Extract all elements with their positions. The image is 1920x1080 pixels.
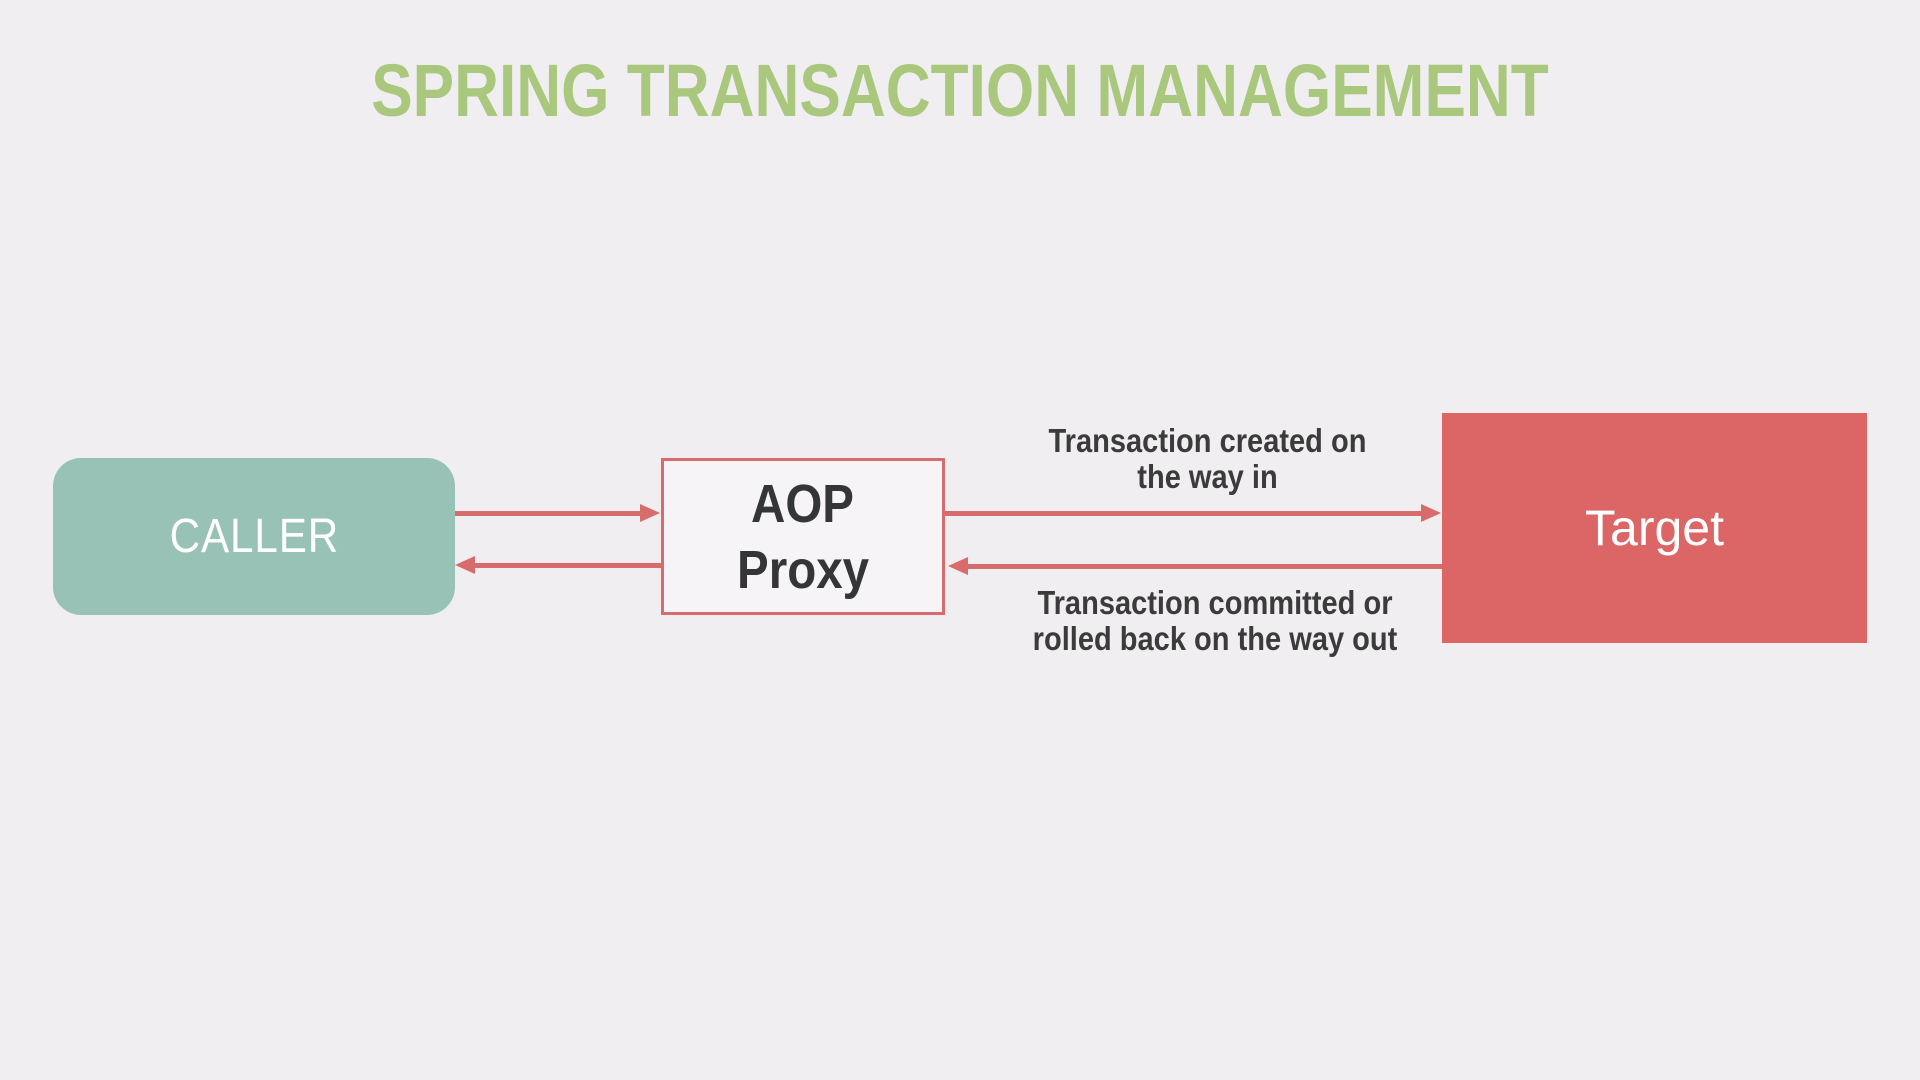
arrow-shaft [964, 563, 1442, 569]
node-aop-proxy-label-line1: AOP [751, 473, 855, 534]
annotation-transaction-created: Transaction created on the way in [977, 423, 1439, 495]
node-caller-label: CALLER [169, 510, 339, 563]
annotation-created-line1: Transaction created on [1048, 422, 1367, 459]
arrowhead-left-icon [948, 557, 968, 575]
node-caller: CALLER [53, 458, 455, 615]
arrow-proxy-to-target-icon [945, 504, 1441, 522]
node-aop-proxy: AOP Proxy [661, 458, 945, 615]
node-aop-proxy-label-line2: Proxy [736, 539, 870, 600]
annotation-transaction-committed: Transaction committed or rolled back on … [977, 585, 1452, 657]
node-target-label: Target [1585, 500, 1724, 556]
arrow-caller-to-proxy-icon [455, 504, 660, 522]
arrowhead-right-icon [1421, 504, 1441, 522]
arrowhead-left-icon [455, 556, 475, 574]
annotation-committed-line2: rolled back on the way out [1032, 620, 1398, 657]
arrow-proxy-to-caller-icon [455, 556, 661, 574]
diagram-title: SPRING TRANSACTION MANAGEMENT [371, 49, 1549, 132]
annotation-committed-line1: Transaction committed or [1037, 584, 1393, 621]
annotation-created-line2: the way in [1137, 458, 1278, 495]
arrowhead-right-icon [640, 504, 660, 522]
node-target: Target [1442, 413, 1867, 643]
arrow-shaft [945, 510, 1425, 516]
arrow-shaft [471, 562, 661, 568]
arrow-target-to-proxy-icon [948, 557, 1442, 575]
arrow-shaft [455, 510, 644, 516]
